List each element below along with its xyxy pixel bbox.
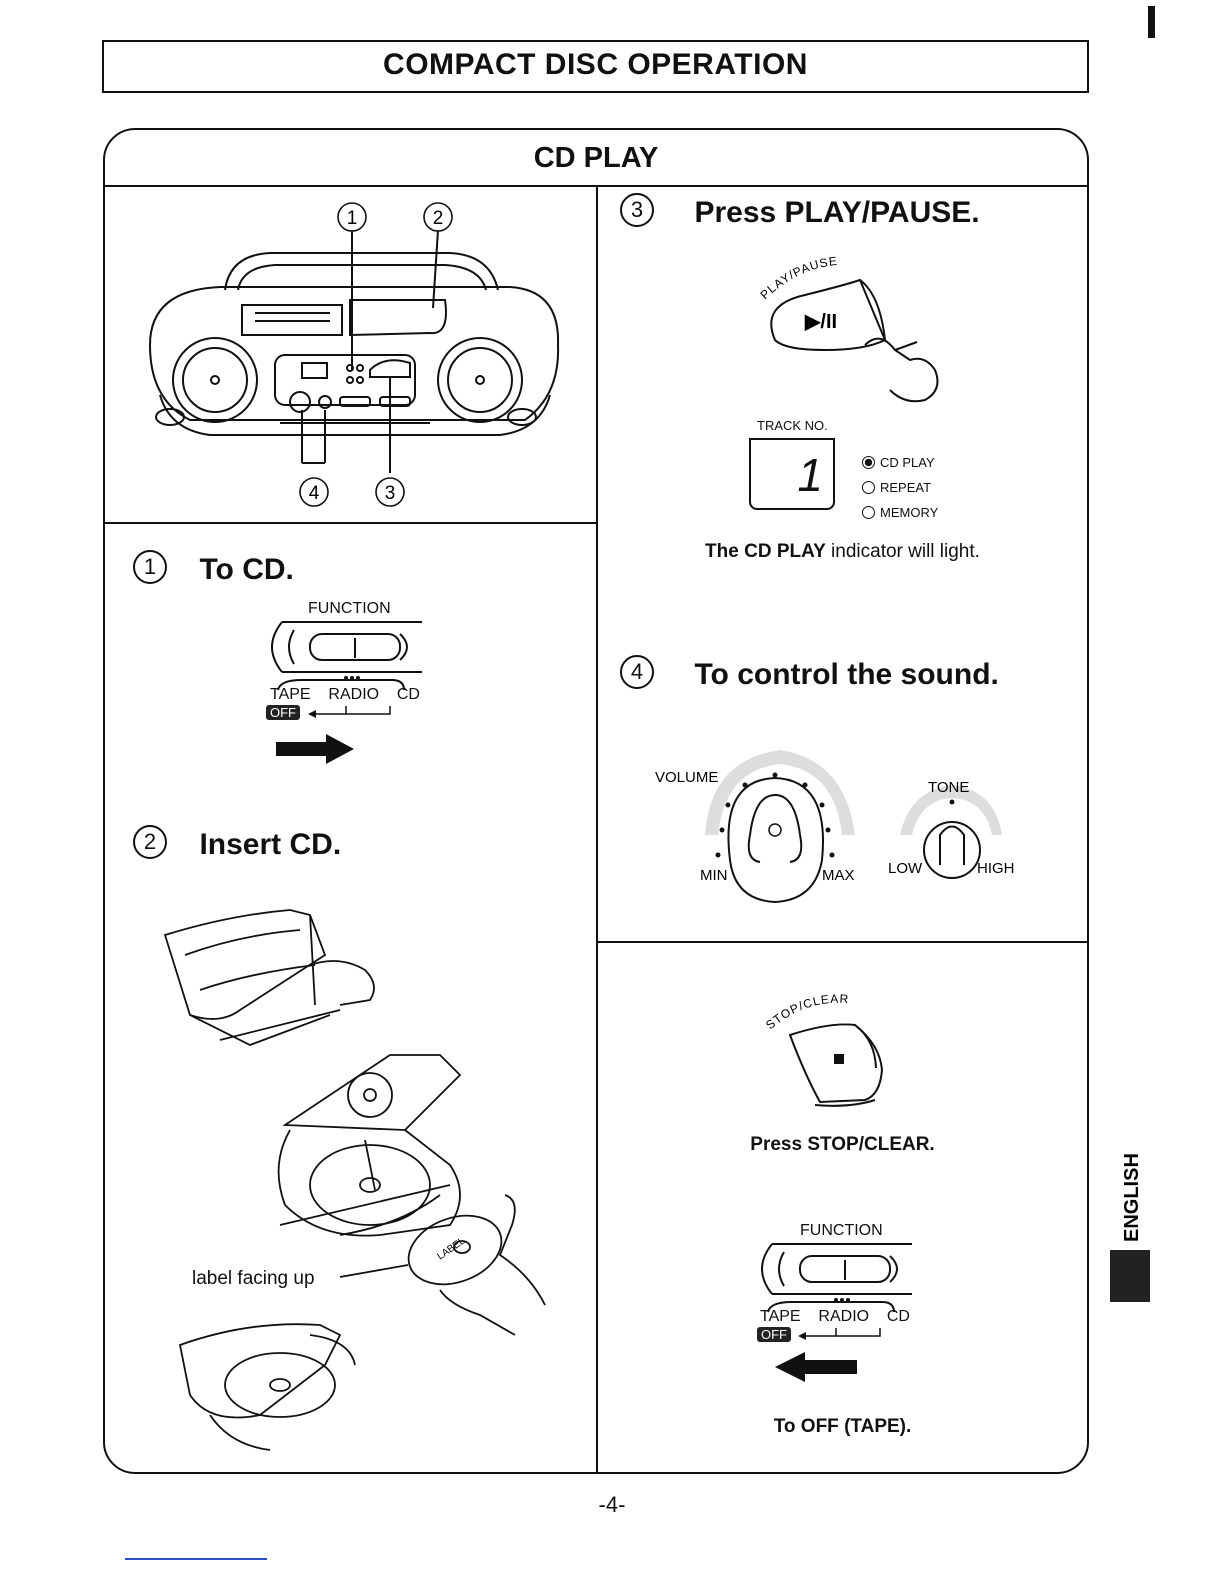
- sound-controls: VOLUME MIN MAX TONE LOW HIGH: [650, 740, 1030, 920]
- svg-text:1: 1: [347, 208, 358, 229]
- step1-function-label: FUNCTION: [308, 600, 391, 617]
- position-cd: CD: [396, 686, 420, 703]
- left-divider: [105, 522, 596, 524]
- boombox-diagram: 1 2 4 3: [130, 195, 570, 515]
- stop-position-radio: RADIO: [818, 1308, 870, 1325]
- section-title: CD PLAY: [533, 142, 659, 174]
- svg-text:TONE: TONE: [928, 779, 969, 796]
- svg-text:MAX: MAX: [822, 867, 855, 884]
- step2-heading: Insert CD.: [199, 827, 342, 861]
- step1-number: 1: [133, 550, 167, 584]
- step2-number: 2: [133, 825, 167, 859]
- svg-text:4: 4: [309, 483, 320, 504]
- insert-cd-illustration: LABEL: [150, 895, 580, 1465]
- svg-text:ENGLISH: ENGLISH: [1121, 1153, 1143, 1242]
- page-number: -4-: [598, 1492, 626, 1517]
- left-arrow-icon: [775, 1352, 857, 1387]
- title-box: [102, 40, 1089, 93]
- footer-rule: [125, 1558, 267, 1560]
- svg-text:PLAY/PAUSE: PLAY/PAUSE: [757, 254, 838, 302]
- callout-2: 2: [423, 202, 453, 232]
- step3-heading: Press PLAY/PAUSE.: [694, 195, 980, 229]
- stop-caption: Press STOP/CLEAR.: [750, 1134, 935, 1155]
- off-tape-caption: To OFF (TAPE).: [773, 1416, 912, 1437]
- indicator-memory: MEMORY: [862, 500, 938, 525]
- cd-play-caption: The CD PLAY indicator will light.: [705, 541, 980, 562]
- svg-text:3: 3: [385, 483, 396, 504]
- svg-text:MIN: MIN: [700, 867, 728, 884]
- step2-heading-row: 2 Insert CD.: [133, 825, 341, 862]
- stop-function-label: FUNCTION: [800, 1222, 883, 1239]
- stop-positions: TAPE RADIO CD: [760, 1308, 910, 1326]
- right-divider: [598, 941, 1087, 943]
- svg-text:LABEL: LABEL: [435, 1235, 467, 1262]
- position-tape: TAPE: [270, 686, 311, 703]
- step4-heading-row: 4 To control the sound.: [620, 655, 999, 692]
- step4-heading: To control the sound.: [694, 657, 999, 691]
- callout-3: 3: [375, 477, 405, 507]
- svg-text:STOP/CLEAR: STOP/CLEAR: [763, 992, 850, 1033]
- svg-text:VOLUME: VOLUME: [655, 769, 718, 786]
- svg-text:2: 2: [433, 208, 444, 229]
- step1-off-badge: OFF: [266, 705, 300, 720]
- page-title: COMPACT DISC OPERATION: [383, 48, 808, 81]
- track-no-label: TRACK NO.: [757, 418, 828, 433]
- track-display: 1: [749, 438, 835, 510]
- stop-clear-button-illustration: STOP/CLEAR: [760, 990, 910, 1120]
- step3-heading-row: 3 Press PLAY/PAUSE.: [620, 193, 980, 230]
- cd-play-frame: [103, 128, 1089, 1474]
- language-tab: ENGLISH: [1110, 1130, 1150, 1242]
- step1-heading: To CD.: [199, 552, 294, 586]
- step1-function-switch: [262, 618, 432, 718]
- callout-4: 4: [299, 477, 329, 507]
- page-edge-mark: [1148, 6, 1155, 38]
- stop-position-cd: CD: [886, 1308, 910, 1325]
- step1-heading-row: 1 To CD.: [133, 550, 294, 587]
- stop-position-tape: TAPE: [760, 1308, 801, 1325]
- indicator-list: CD PLAY REPEAT MEMORY: [862, 450, 938, 525]
- step1-positions: TAPE RADIO CD: [270, 686, 420, 704]
- right-arrow-icon: [276, 734, 356, 769]
- step4-number: 4: [620, 655, 654, 689]
- svg-text:HIGH: HIGH: [977, 860, 1015, 877]
- play-pause-button-illustration: PLAY/PAUSE ▶/II: [745, 250, 965, 410]
- stop-off-badge: OFF: [757, 1327, 791, 1342]
- indicator-cd-play: CD PLAY: [862, 450, 938, 475]
- language-tab-marker: [1110, 1250, 1150, 1302]
- stop-function-switch: [752, 1240, 922, 1340]
- column-divider: [596, 185, 598, 1472]
- label-facing-up-note: label facing up: [192, 1268, 315, 1289]
- indicator-repeat: REPEAT: [862, 475, 938, 500]
- position-radio: RADIO: [328, 686, 380, 703]
- svg-text:▶/II: ▶/II: [804, 311, 837, 333]
- callout-1: 1: [337, 202, 367, 232]
- track-number: 1: [797, 449, 823, 501]
- step3-number: 3: [620, 193, 654, 227]
- svg-text:LOW: LOW: [888, 860, 923, 877]
